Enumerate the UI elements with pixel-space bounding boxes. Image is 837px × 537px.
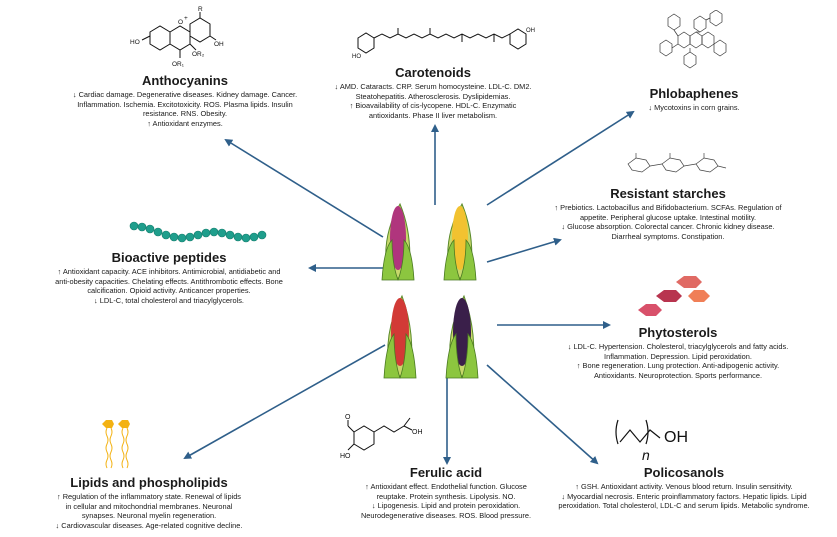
lipids-line: ↑ Regulation of the inflammatory state. … xyxy=(56,492,242,501)
resistant-starches-line: appetite. Peripheral glucose uptake. Int… xyxy=(579,212,757,222)
policosanols-line: ↓ Myocardial necrosis. Enteric proinflam… xyxy=(561,491,807,501)
carotenoids-line: ↓ AMD. Cataracts. CRP. Serum homocystein… xyxy=(334,82,532,91)
policosanols-description: ↑ GSH. Antioxidant activity. Venous bloo… xyxy=(538,482,830,511)
anthocyanins-block: Anthocyanins ↓ Cardiac damage. Degenerat… xyxy=(60,73,310,128)
arrow-resistant-starches xyxy=(486,237,562,263)
phytosterols-line: Antioxidants. Neuroprotection. Sports pe… xyxy=(593,370,763,380)
phlobaphenes-block: Phlobaphenes ↓ Mycotoxins in corn grains… xyxy=(624,86,764,113)
ferulic-acid-line: ↑ Antioxidant effect. Endothelial functi… xyxy=(365,482,527,491)
arrow-anthocyanins xyxy=(224,138,384,238)
bioactive-peptides-line: ↑ Antioxidant capacity. ACE inhibitors. … xyxy=(57,267,281,276)
ferulic-oh-label: OH xyxy=(412,429,423,436)
anthocyanins-line: ↑ Antioxidant enzymes. xyxy=(147,118,223,128)
ferulic-acid-block: Ferulic acid ↑ Antioxidant effect. Endot… xyxy=(336,465,556,520)
phlobaphenes-title: Phlobaphenes xyxy=(649,86,739,101)
phlobaphenes-description: ↓ Mycotoxins in corn grains. xyxy=(624,103,764,113)
anthocyanins-title: Anthocyanins xyxy=(142,73,228,88)
ferulic-acid-line: Neurodegenerative diseases. ROS. Blood p… xyxy=(360,510,532,520)
phytosterol-hexagon-3 xyxy=(676,276,702,288)
corn-cluster-illustration xyxy=(381,202,479,379)
anthocyanin-oh-label: OH xyxy=(214,41,224,48)
phytosterol-hexagon-2 xyxy=(656,290,682,302)
anthocyanin-structure: HO R OH O + OR₂ OR₁ xyxy=(130,6,224,68)
phlobaphenes-line: ↓ Mycotoxins in corn grains. xyxy=(648,103,740,112)
phlobaphene-structure xyxy=(659,10,727,69)
phytosterols-block: Phytosterols ↓ LDL-C. Hypertension. Chol… xyxy=(548,325,808,380)
anthocyanin-plus-label: + xyxy=(184,15,188,22)
anthocyanin-ho-label: HO xyxy=(130,39,140,46)
ferulic-acid-description: ↑ Antioxidant effect. Endothelial functi… xyxy=(336,482,556,520)
resistant-starches-title: Resistant starches xyxy=(610,186,726,201)
policosanols-block: Policosanols ↑ GSH. Antioxidant activity… xyxy=(538,465,830,511)
phytosterols-line: ↓ LDL-C. Hypertension. Cholesterol, tria… xyxy=(567,342,789,351)
bioactive-peptides-description: ↑ Antioxidant capacity. ACE inhibitors. … xyxy=(34,267,304,305)
policosanols-title: Policosanols xyxy=(643,465,725,480)
bioactive-peptides-title: Bioactive peptides xyxy=(111,250,227,265)
lipids-line: in cellular and mitochondrial membranes.… xyxy=(65,501,233,511)
lipids-block: Lipids and phospholipids ↑ Regulation of… xyxy=(34,475,264,530)
policosanols-line: ↑ GSH. Antioxidant activity. Venous bloo… xyxy=(575,482,793,491)
phytosterol-hexagons xyxy=(638,276,710,316)
corn-cob-dark-purple xyxy=(445,294,479,379)
lipids-description: ↑ Regulation of the inflammatory state. … xyxy=(34,492,264,530)
ferulic-ho-label: HO xyxy=(340,453,351,460)
bioactive-peptides-line: anti-obesity capacities. Chelating effec… xyxy=(55,276,283,286)
carotenoids-line: antioxidants. Phase II liver metabolism. xyxy=(368,110,498,120)
anthocyanins-line: resistance. RNS. Obesity. xyxy=(142,109,228,119)
resistant-starches-description: ↑ Prebiotics. Lactobacillus and Bifidoba… xyxy=(548,203,788,241)
phytosterols-line: Inflammation. Depression. Lipid peroxida… xyxy=(604,351,752,361)
lipids-line: synapses. Neuronal myelin regeneration. xyxy=(81,511,217,521)
phytosterols-line: ↑ Bone regeneration. Lung protection. An… xyxy=(576,361,780,371)
carotenoid-structure: OH HO xyxy=(352,28,535,60)
arrow-lipids xyxy=(183,344,386,459)
lipids-line: ↓ Cardiovascular diseases. Age-related c… xyxy=(55,520,243,530)
anthocyanins-description: ↓ Cardiac damage. Degenerative diseases.… xyxy=(60,90,310,128)
corn-cob-purple xyxy=(381,202,415,281)
ferulic-o-label: O xyxy=(345,414,351,421)
bioactive-peptides-line: ↓ LDL-C, total cholesterol and triacylgl… xyxy=(94,295,244,305)
lipid-bilayer-illustration xyxy=(102,420,130,469)
anthocyanins-line: ↓ Cardiac damage. Degenerative diseases.… xyxy=(72,90,298,99)
bioactive-peptides-line: calcification. Opioid activity. Anticanc… xyxy=(87,286,251,296)
policosanol-n-label: n xyxy=(642,447,650,463)
resistant-starches-line: ↓ Glucose absorption. Colorectal cancer.… xyxy=(561,222,775,232)
anthocyanin-or1-label: OR₁ xyxy=(172,61,185,68)
policosanol-oh-label: OH xyxy=(664,429,688,446)
resistant-starches-block: Resistant starches ↑ Prebiotics. Lactoba… xyxy=(548,186,788,241)
arrow-phlobaphenes xyxy=(486,110,635,206)
carotenoids-line: Steatohepatitis. Atherosclerosis. Dyslip… xyxy=(355,91,511,101)
ferulic-acid-title: Ferulic acid xyxy=(409,465,483,480)
phytosterol-hexagon-1 xyxy=(638,304,662,316)
carotenoid-ho-label: HO xyxy=(352,54,361,60)
resistant-starches-line: ↑ Prebiotics. Lactobacillus and Bifidoba… xyxy=(554,203,782,212)
lipids-title: Lipids and phospholipids xyxy=(70,475,228,490)
anthocyanin-or2-label: OR₂ xyxy=(192,51,205,58)
bioactive-peptides-block: Bioactive peptides ↑ Antioxidant capacit… xyxy=(34,250,304,305)
ferulic-acid-line: reuptake. Protein synthesis. Lipolysis. … xyxy=(376,491,516,501)
peptide-chain-illustration xyxy=(129,221,267,243)
anthocyanin-r-label: R xyxy=(198,6,203,13)
phytosterols-title: Phytosterols xyxy=(638,325,718,340)
carotenoids-block: Carotenoids ↓ AMD. Cataracts. CRP. Serum… xyxy=(318,65,548,120)
carotenoids-title: Carotenoids xyxy=(395,65,471,80)
corn-cob-yellow xyxy=(443,202,477,281)
resistant-starches-line: Diarrheal symptoms. Constipation. xyxy=(611,231,725,241)
carotenoids-description: ↓ AMD. Cataracts. CRP. Serum homocystein… xyxy=(318,82,548,120)
phytosterols-description: ↓ LDL-C. Hypertension. Cholesterol, tria… xyxy=(548,342,808,380)
ferulic-acid-line: ↓ Lipogenesis. Lipid and protein peroxid… xyxy=(371,501,521,511)
anthocyanin-oplus-label: O xyxy=(178,19,183,26)
corn-cob-red xyxy=(383,294,417,379)
policosanol-structure: OH n xyxy=(615,419,688,463)
ferulic-acid-structure: O HO OH xyxy=(340,414,423,460)
carotenoid-oh-label: OH xyxy=(526,28,535,34)
arrow-policosanols xyxy=(486,364,599,465)
anthocyanins-line: Inflammation. Ischemia. Excitotoxicity. … xyxy=(77,99,293,109)
carotenoids-line: ↑ Bioavailability of cis-lycopene. HDL-C… xyxy=(349,101,517,111)
resistant-starch-structure xyxy=(627,153,727,173)
phytosterol-hexagon-4 xyxy=(688,290,710,302)
policosanols-line: peroxidation. Total cholesterol, LDL-C a… xyxy=(558,501,810,511)
